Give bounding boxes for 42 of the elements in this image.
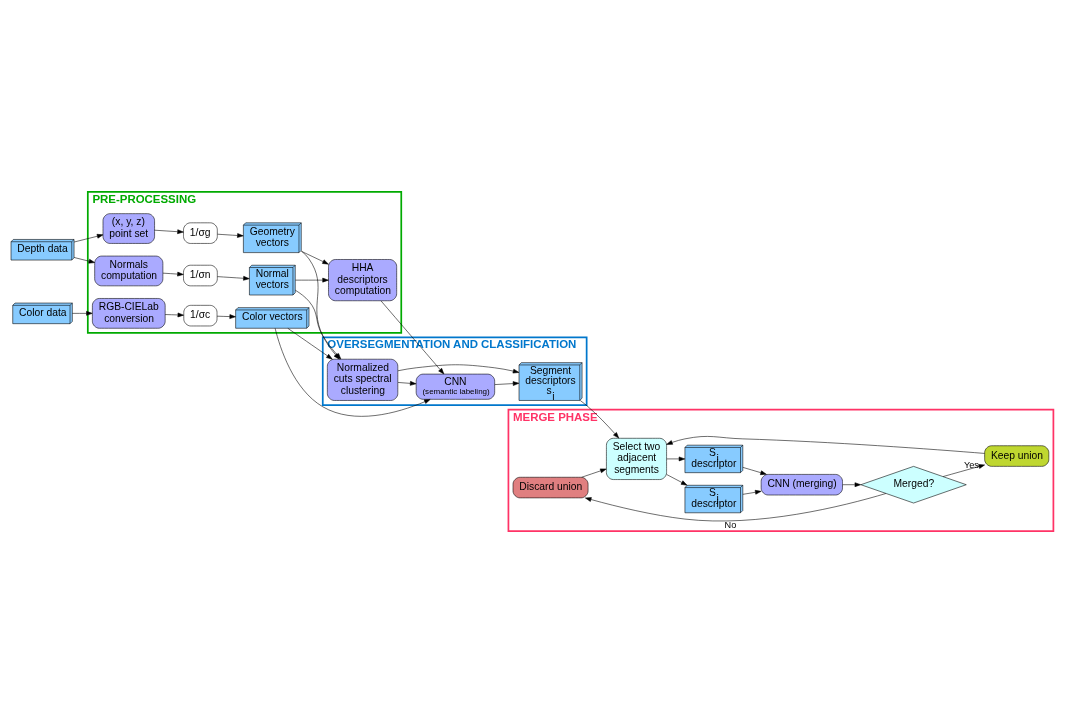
node-box: HHA descriptors computation <box>328 259 397 302</box>
arrow <box>397 364 520 374</box>
arrow <box>380 300 445 375</box>
arrow <box>397 381 417 386</box>
node-box: RGB-CIELab conversion <box>92 298 166 329</box>
node-box: Normalized cuts spectral clustering <box>327 358 399 401</box>
arrow <box>579 400 620 439</box>
node-diamond: Merged? <box>860 466 967 504</box>
arrow <box>585 493 887 522</box>
node-box: Normals computation <box>94 255 164 287</box>
arrow <box>301 250 329 265</box>
node-box: Discard union <box>512 476 589 499</box>
node-box: 1/σg <box>183 222 218 244</box>
arrow <box>942 464 985 477</box>
arrow <box>742 467 767 475</box>
arrow <box>73 234 104 243</box>
node-box: 1/σn <box>183 264 218 287</box>
arrow <box>274 328 431 417</box>
arrow <box>666 456 686 462</box>
arrow <box>164 312 184 318</box>
edge-label: No <box>724 520 737 531</box>
arrow <box>295 277 329 283</box>
node-box: Keep union <box>984 445 1050 467</box>
node-box: CNN (merging) <box>760 474 843 496</box>
arrow <box>73 257 95 264</box>
arrow <box>287 328 333 360</box>
arrow <box>842 482 861 487</box>
arrow <box>217 233 244 238</box>
arrow <box>494 381 520 386</box>
arrow <box>154 229 184 234</box>
node-box: (x, y, z) point set <box>102 213 155 244</box>
arrow <box>666 436 985 454</box>
arrow <box>72 311 93 316</box>
edge-label: Yes <box>964 459 979 470</box>
node-box: Select two adjacent segments <box>606 438 667 480</box>
arrow <box>581 468 607 478</box>
arrow <box>742 490 762 495</box>
arrow <box>216 314 236 319</box>
node-box: 1/σc <box>183 305 218 327</box>
arrow <box>162 271 184 277</box>
arrow <box>217 276 250 281</box>
arrow <box>666 474 688 486</box>
